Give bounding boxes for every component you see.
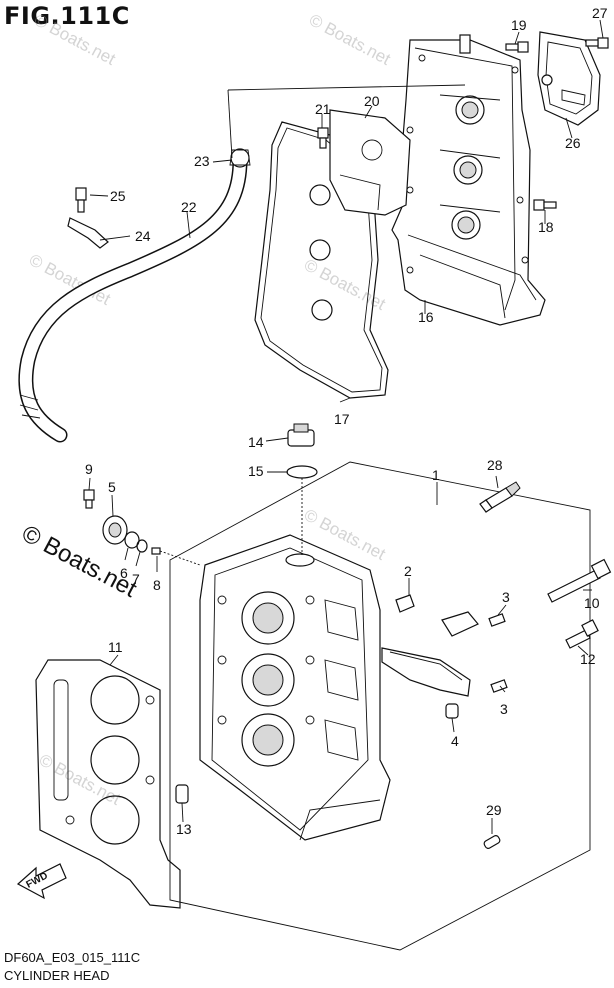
callout-28: 28 (487, 457, 503, 473)
callout-11: 11 (108, 639, 123, 655)
callout-17: 17 (334, 411, 350, 427)
leader-lines (88, 19, 604, 834)
camshaft-plug-parts (83, 489, 201, 566)
callout-13: 13 (176, 821, 192, 837)
cylinder-head-cover (391, 34, 546, 326)
callout-19: 19 (511, 17, 527, 33)
callout-9: 9 (85, 461, 93, 477)
callout-14: 14 (248, 434, 264, 450)
callout-3: 3 (500, 701, 508, 717)
dowel-pin (175, 784, 189, 804)
callout-27: 27 (592, 5, 608, 21)
callout-29: 29 (486, 802, 502, 818)
callout-6: 6 (120, 565, 128, 581)
callout-5: 5 (108, 479, 116, 495)
cylinder-head-gasket (35, 659, 181, 909)
figure-caption: CYLINDER HEAD (4, 968, 110, 983)
callout-24: 24 (135, 228, 151, 244)
small-bolts (317, 37, 609, 211)
breather-plate (329, 109, 411, 216)
callout-25: 25 (110, 188, 126, 204)
bracket-parts (381, 594, 508, 719)
callout-1: 1 (432, 467, 440, 483)
callout-8: 8 (153, 577, 161, 593)
callout-23: 23 (194, 153, 210, 169)
spark-plug (479, 481, 521, 513)
hose-clamp (67, 187, 109, 249)
callout-3: 3 (502, 589, 510, 605)
callout-21: 21 (315, 101, 331, 117)
callout-7: 7 (132, 571, 140, 587)
figure-title: FIG.111C (4, 2, 130, 30)
callout-10: 10 (584, 595, 600, 611)
callout-2: 2 (404, 563, 412, 579)
assembly-frame (169, 461, 591, 951)
callout-16: 16 (418, 309, 434, 325)
callout-18: 18 (538, 219, 554, 235)
callout-12: 12 (580, 651, 596, 667)
fwd-arrow (16, 863, 67, 900)
cylinder-head (199, 534, 391, 841)
breather-hose (18, 148, 251, 443)
callout-15: 15 (248, 463, 264, 479)
callout-26: 26 (565, 135, 581, 151)
callout-20: 20 (364, 93, 380, 109)
document-code: DF60A_E03_015_111C (4, 950, 141, 965)
head-bolts (547, 558, 612, 649)
stud-pin (483, 835, 501, 849)
callout-4: 4 (451, 733, 459, 749)
callout-22: 22 (181, 199, 197, 215)
